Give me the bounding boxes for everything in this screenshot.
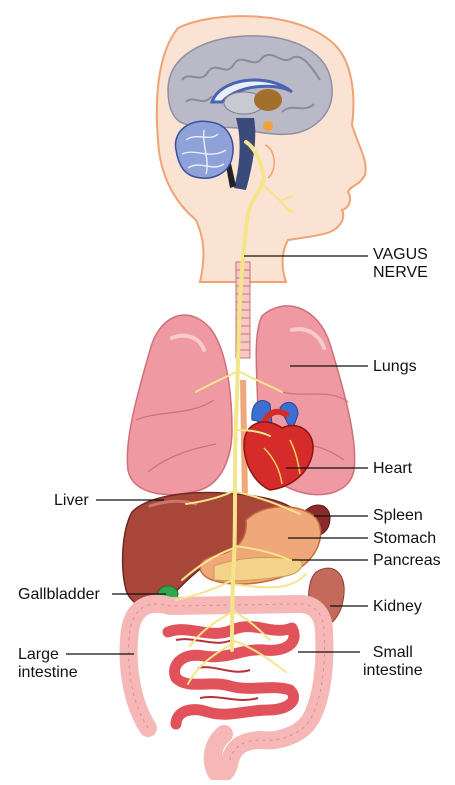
label-stomach: Stomach (373, 530, 436, 548)
label-pancreas: Pancreas (373, 552, 441, 570)
cerebellum-shape (175, 121, 233, 178)
label-lungs: Lungs (373, 358, 417, 376)
label-gallbladder: Gallbladder (18, 586, 100, 604)
label-heart: Heart (373, 460, 412, 478)
label-liver: Liver (54, 492, 89, 510)
label-vagus-nerve: VAGUS NERVE (373, 246, 428, 282)
pituitary (263, 121, 273, 131)
label-small-intestine: Small intestine (363, 644, 423, 680)
cerebellum (175, 121, 233, 178)
hypothalamus (254, 89, 282, 111)
label-large-intestine: Large intestine (18, 646, 78, 682)
left-lung (127, 315, 232, 495)
label-spleen: Spleen (373, 507, 423, 525)
label-kidney: Kidney (373, 598, 422, 616)
